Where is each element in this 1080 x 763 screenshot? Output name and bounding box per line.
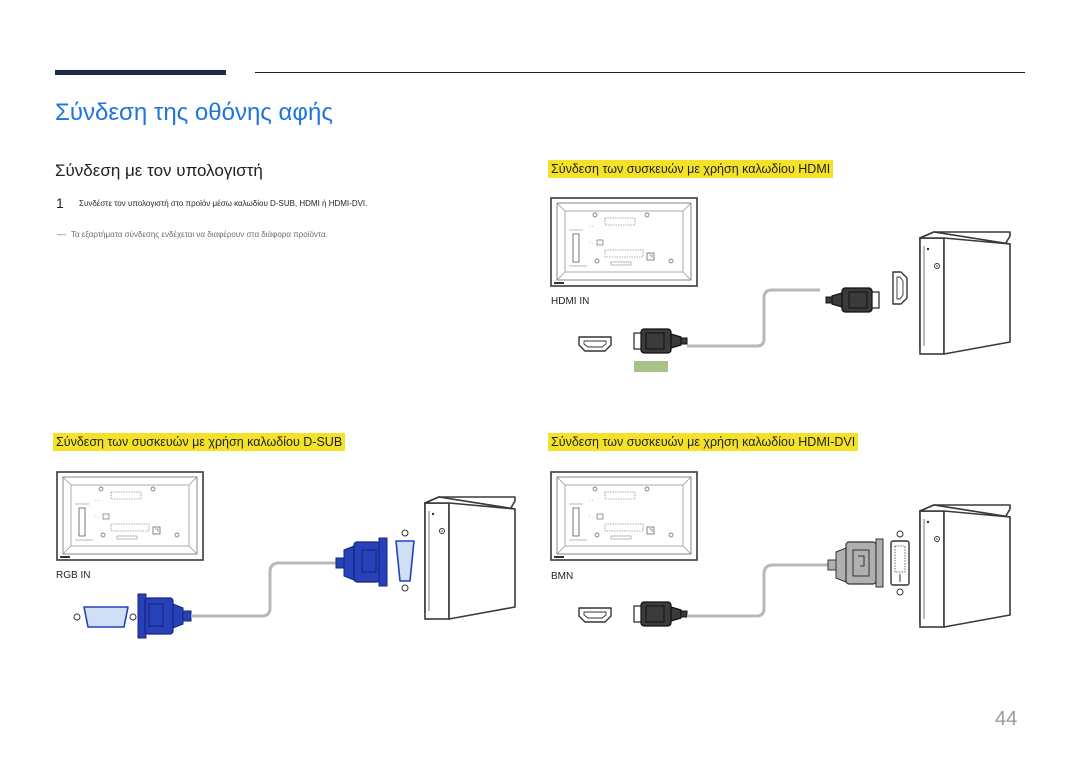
page-title: Σύνδεση της οθόνης αφής (55, 99, 333, 126)
dsub-diagram (56, 471, 516, 639)
hdmi-port-icon (578, 336, 612, 352)
heading-dsub: Σύνδεση των συσκευών με χρήση καλωδίου D… (53, 433, 346, 451)
hdmi-plug-pc-icon (825, 287, 880, 313)
hdmi-dvi-cable-icon (687, 563, 828, 618)
hdmi-dvi-diagram (550, 471, 1011, 628)
heading-hdmi-dvi: Σύνδεση των συσκευών με χρήση καλωδίου H… (548, 433, 859, 451)
header-accent-bar (55, 70, 226, 75)
page-number: 44 (995, 708, 1018, 730)
step-number: 1 (56, 195, 64, 211)
port-label-rgb-in: RGB IN (56, 570, 91, 581)
hdmi-plug-monitor-2-icon (633, 601, 688, 627)
pc-tower-hdmi-icon (919, 231, 1011, 355)
vga-port-pc-icon (395, 529, 415, 592)
header-rule (255, 72, 1025, 73)
hdmi-plug-monitor-icon (633, 328, 688, 354)
note-dash: ― (57, 229, 66, 239)
pc-tower-dsub-icon (424, 496, 516, 620)
dvi-plug-icon (827, 538, 884, 588)
pc-tower-hdmidvi-icon (919, 504, 1011, 628)
hdmi-port-2-icon (578, 607, 612, 623)
vga-port-icon (73, 606, 137, 628)
monitor-back-hdmidvi-icon (550, 471, 698, 561)
port-label-bmn: BMN (551, 571, 574, 582)
port-label-hdmi-in: HDMI IN (551, 296, 590, 307)
hdmi-diagram (550, 197, 1011, 372)
hdmi-port-pc-icon (892, 271, 908, 305)
vga-plug-monitor-icon (137, 593, 192, 639)
section-subtitle: Σύνδεση με τον υπολογιστή (55, 161, 263, 180)
note-text: Τα εξαρτήματα σύνδεσης ενδέχεται να διαφ… (71, 230, 328, 239)
vga-cable-icon (191, 561, 336, 618)
port-highlight-icon (634, 361, 668, 372)
dvi-port-pc-icon (890, 530, 910, 596)
hdmi-cable-icon (687, 288, 820, 348)
step-text: Συνδέστε τον υπολογιστή στο προϊόν μέσω … (79, 199, 368, 208)
monitor-back-hdmi-icon (550, 197, 698, 287)
vga-plug-pc-icon (335, 537, 388, 587)
monitor-back-dsub-icon (56, 471, 204, 561)
heading-hdmi: Σύνδεση των συσκευών με χρήση καλωδίου H… (548, 160, 834, 178)
